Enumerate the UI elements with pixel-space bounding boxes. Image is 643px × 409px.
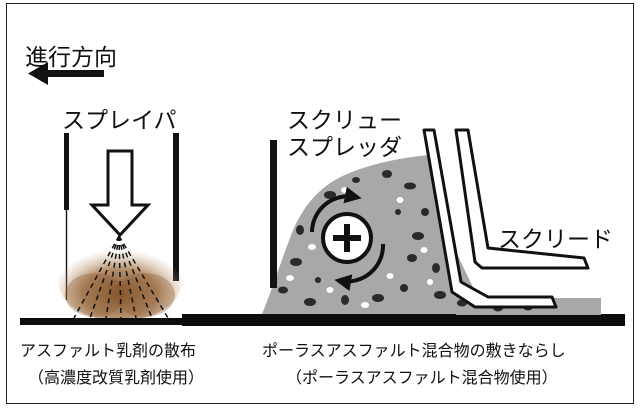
- spreader-front-plate: [270, 140, 277, 288]
- left-caption-line2: （高濃度改質乳剤使用）: [28, 368, 205, 387]
- arrow-down-icon: [88, 149, 152, 238]
- screed: [422, 128, 558, 309]
- right-caption-line2: （ポーラスアスファルト混合物使用）: [286, 368, 558, 387]
- direction-label: 進行方向: [25, 45, 117, 71]
- rotation-arrows-icon: [310, 186, 386, 291]
- emulsion-spray: [58, 235, 182, 321]
- right-caption-line1: ポーラスアスファルト混合物の敷きならし: [262, 341, 566, 360]
- asphalt-mixture-pile: [262, 155, 486, 314]
- screw-spreader-label-2: スプレッダ: [287, 135, 402, 161]
- screed-body: [454, 128, 590, 270]
- screw-spreader-label-1: スクリュー: [287, 108, 402, 134]
- screed-label: スクリード: [498, 227, 613, 253]
- road-surface: [20, 314, 625, 326]
- screw-spreader: [310, 186, 386, 291]
- sprayer-label: スプレイパ: [62, 108, 177, 134]
- left-caption-line1: アスファルト乳剤の散布: [20, 341, 197, 360]
- arrow-left-icon: [28, 62, 104, 85]
